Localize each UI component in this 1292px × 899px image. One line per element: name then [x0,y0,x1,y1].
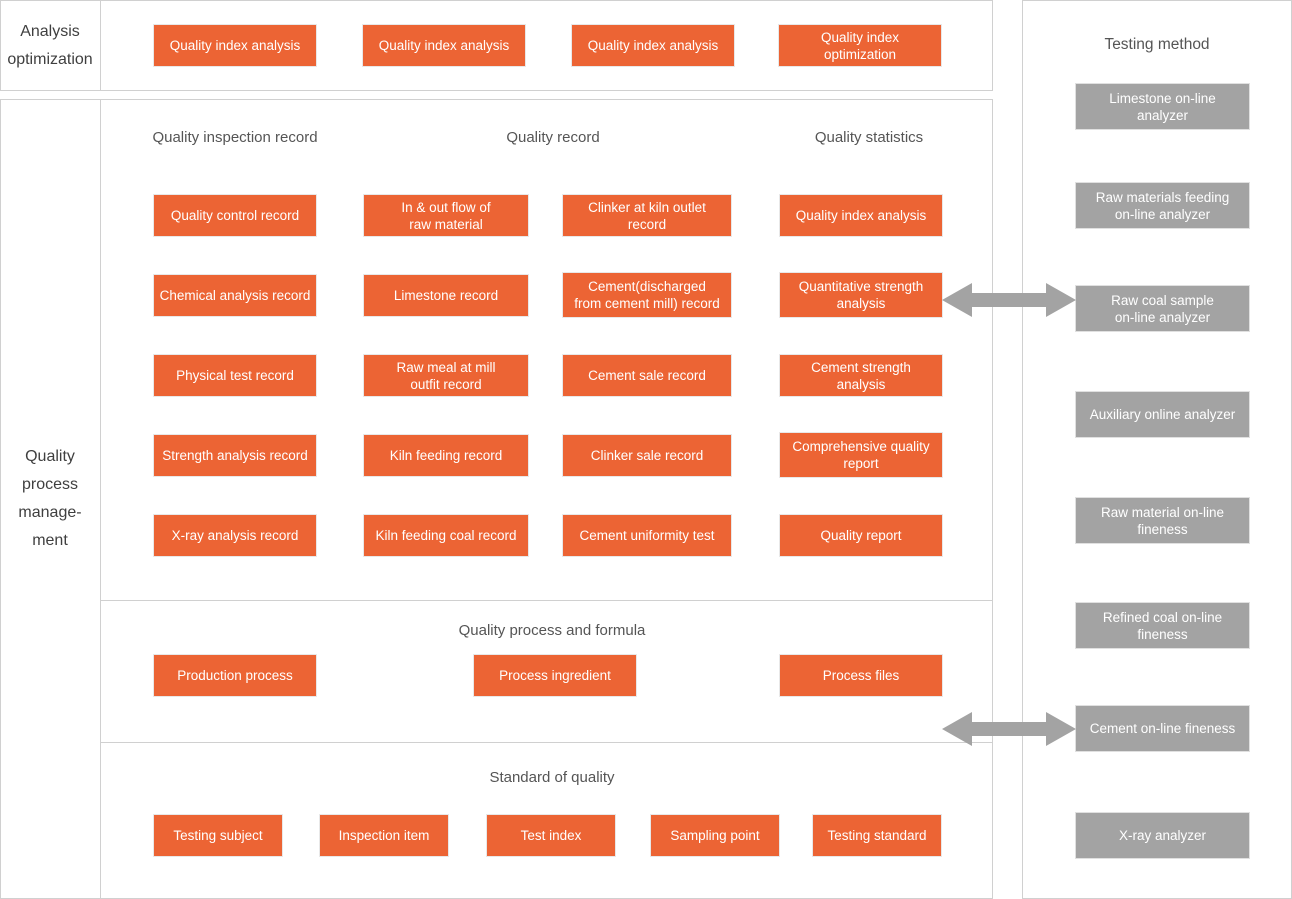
caption-standard-of-quality: Standard of quality [489,769,615,786]
node-quantitative-strength-analysis[interactable]: Quantitative strength analysis [779,272,943,318]
caption-quality-inspection-record: Quality inspection record [152,129,318,146]
node-raw-coal-sample-on-line-analyzer[interactable]: Raw coal sample on-line analyzer [1075,285,1250,332]
node-kiln-feeding-coal-record[interactable]: Kiln feeding coal record [363,514,529,557]
analysis-optimization-label: Analysis optimization [7,22,93,68]
node-raw-materials-feeding-on-line-analyzer[interactable]: Raw materials feeding on-line analyzer [1075,182,1250,229]
node-physical-test-record[interactable]: Physical test record [153,354,317,397]
node-quality-index-optimization[interactable]: Quality index optimization [778,24,942,67]
caption-quality-statistics: Quality statistics [814,129,924,146]
node-strength-analysis-record[interactable]: Strength analysis record [153,434,317,477]
node-quality-index-analysis-1[interactable]: Quality index analysis [153,24,317,67]
node-inspection-item[interactable]: Inspection item [319,814,449,857]
node-clinker-sale-record[interactable]: Clinker sale record [562,434,732,477]
node-process-files[interactable]: Process files [779,654,943,697]
node-limestone-on-line-analyzer[interactable]: Limestone on-line analyzer [1075,83,1250,130]
connector-quantitative-strength-to-raw-coal-sample [942,281,1076,319]
node-refined-coal-on-line-fineness[interactable]: Refined coal on-line fineness [1075,602,1250,649]
node-limestone-record[interactable]: Limestone record [363,274,529,317]
node-cement-sale-record[interactable]: Cement sale record [562,354,732,397]
node-auxiliary-online-analyzer[interactable]: Auxiliary online analyzer [1075,391,1250,438]
node-cement-uniformity-test[interactable]: Cement uniformity test [562,514,732,557]
process-standard-divider [100,742,993,743]
node-quality-index-analysis-2[interactable]: Quality index analysis [362,24,526,67]
node-process-ingredient[interactable]: Process ingredient [473,654,637,697]
node-quality-control-record[interactable]: Quality control record [153,194,317,237]
testing-method-panel-frame [1022,0,1292,899]
analysis-optimization-divider [100,0,101,91]
node-quality-index-analysis-statistics[interactable]: Quality index analysis [779,194,943,237]
caption-quality-record: Quality record [506,129,600,146]
node-in-out-flow-of-raw-material[interactable]: In & out flow of raw material [363,194,529,237]
node-quality-index-analysis-3[interactable]: Quality index analysis [571,24,735,67]
node-comprehensive-quality-report[interactable]: Comprehensive quality report [779,432,943,478]
node-testing-subject[interactable]: Testing subject [153,814,283,857]
caption-testing-method: Testing method [1104,36,1210,53]
node-quality-report[interactable]: Quality report [779,514,943,557]
node-cement-discharged-from-cement-mill-record[interactable]: Cement(discharged from cement mill) reco… [562,272,732,318]
node-testing-standard[interactable]: Testing standard [812,814,942,857]
node-cement-on-line-fineness[interactable]: Cement on-line fineness [1075,705,1250,752]
node-cement-strength-analysis[interactable]: Cement strength analysis [779,354,943,397]
node-kiln-feeding-record[interactable]: Kiln feeding record [363,434,529,477]
connector-process-files-to-cement-on-line-fineness [942,710,1076,748]
double-headed-arrow-icon [942,712,1076,746]
caption-quality-process-and-formula: Quality process and formula [458,622,646,639]
record-process-divider [100,600,993,601]
double-headed-arrow-icon [942,283,1076,317]
quality-process-management-label: Quality process manage- ment [18,448,82,549]
node-x-ray-analyzer[interactable]: X-ray analyzer [1075,812,1250,859]
node-raw-material-on-line-fineness[interactable]: Raw material on-line fineness [1075,497,1250,544]
node-sampling-point[interactable]: Sampling point [650,814,780,857]
node-xray-analysis-record[interactable]: X-ray analysis record [153,514,317,557]
node-clinker-at-kiln-outlet-record[interactable]: Clinker at kiln outlet record [562,194,732,237]
quality-process-management-divider [100,99,101,899]
node-raw-meal-at-mill-outfit-record[interactable]: Raw meal at mill outfit record [363,354,529,397]
node-test-index[interactable]: Test index [486,814,616,857]
node-production-process[interactable]: Production process [153,654,317,697]
node-chemical-analysis-record[interactable]: Chemical analysis record [153,274,317,317]
